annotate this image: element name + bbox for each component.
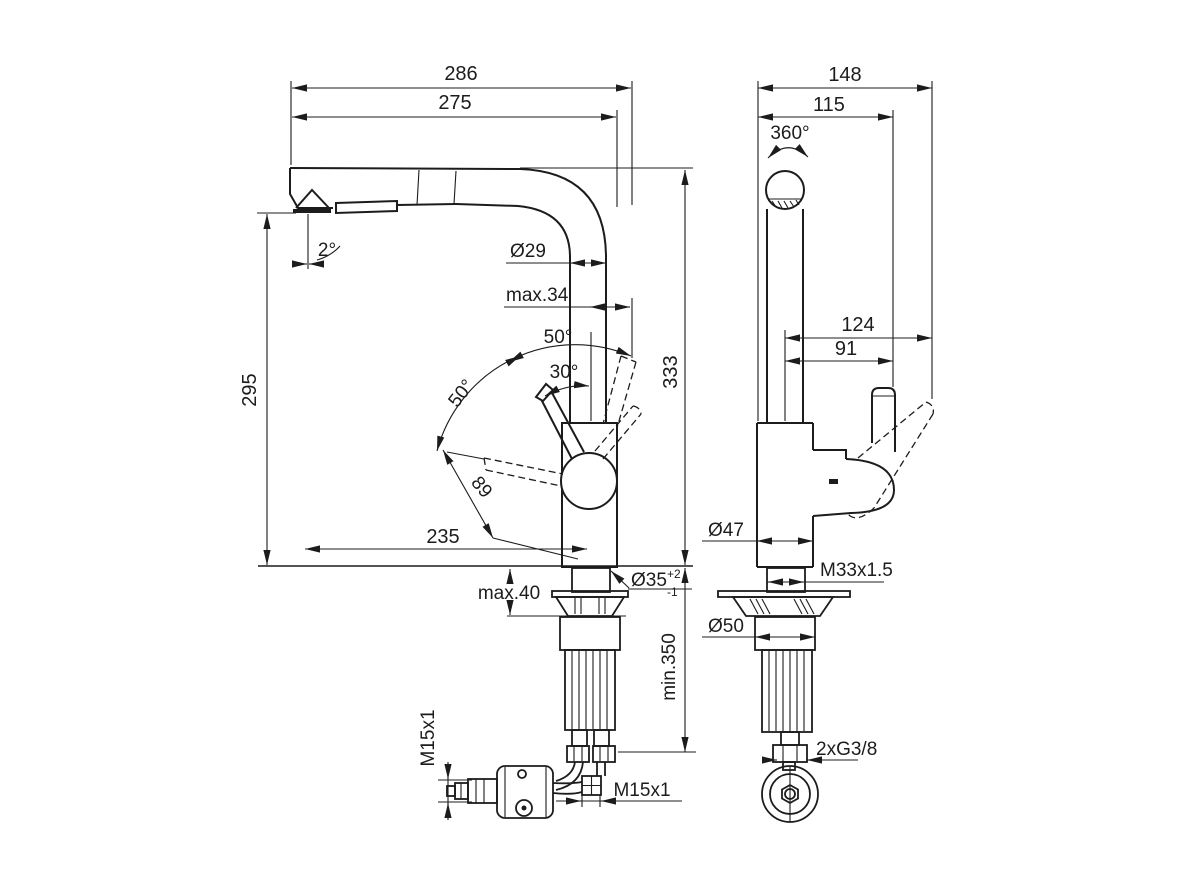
side-view-dimensions [702, 81, 933, 764]
dim-overall-depth-label: 148 [828, 64, 861, 86]
dim-overall-width-label: 286 [444, 63, 477, 85]
dim-hole-diameter-label: Ø35 [631, 570, 667, 591]
dim-spout-height-label: 333 [660, 355, 682, 388]
side-view-labels: 148 115 360° 124 91 Ø47 M33x1.5 Ø50 2xG3… [708, 64, 893, 760]
dim-pipe-diameter-label: Ø29 [510, 241, 546, 262]
dim-min-clearance-label: min.350 [659, 633, 680, 701]
dim-handle-arc-mid-label: 30° [550, 362, 579, 383]
dim-hole-tol-minus-label: -1 [667, 585, 678, 599]
dim-height-295-label: 295 [239, 373, 261, 406]
dim-handle-arc-lower-label: 50° [445, 376, 479, 412]
dim-spout-reach-label: 275 [438, 92, 471, 114]
dim-tip-angle-label: 2° [318, 240, 336, 261]
side-view-object [717, 170, 896, 823]
dim-handle-length-label: 89 [466, 473, 496, 503]
dim-124-label: 124 [841, 314, 874, 336]
dim-depth-115-label: 115 [813, 94, 845, 116]
dim-hole-tol-plus-label: +2 [667, 567, 681, 581]
dim-cartridge-diameter-label: Ø50 [708, 616, 744, 637]
dim-hose-thread-label: M15x1 [613, 780, 670, 801]
side-view-dashed-handle [847, 401, 934, 519]
dim-swivel-angle-label: 360° [770, 123, 809, 144]
front-view-dimensions [257, 81, 696, 820]
dim-spray-offset-label: max.34 [506, 285, 569, 306]
dim-body-diameter-label: Ø47 [708, 520, 744, 541]
dim-235-label: 235 [426, 526, 459, 548]
dim-91-label: 91 [835, 338, 857, 360]
dim-deck-thickness-label: max.40 [478, 583, 540, 604]
dim-shank-thread-label: M33x1.5 [820, 560, 893, 581]
front-view-object [289, 167, 629, 819]
dim-supply-threads-label: 2xG3/8 [816, 739, 877, 760]
dim-valve-thread-label: M15x1 [418, 709, 439, 766]
dim-handle-arc-upper-label: 50° [544, 327, 573, 348]
